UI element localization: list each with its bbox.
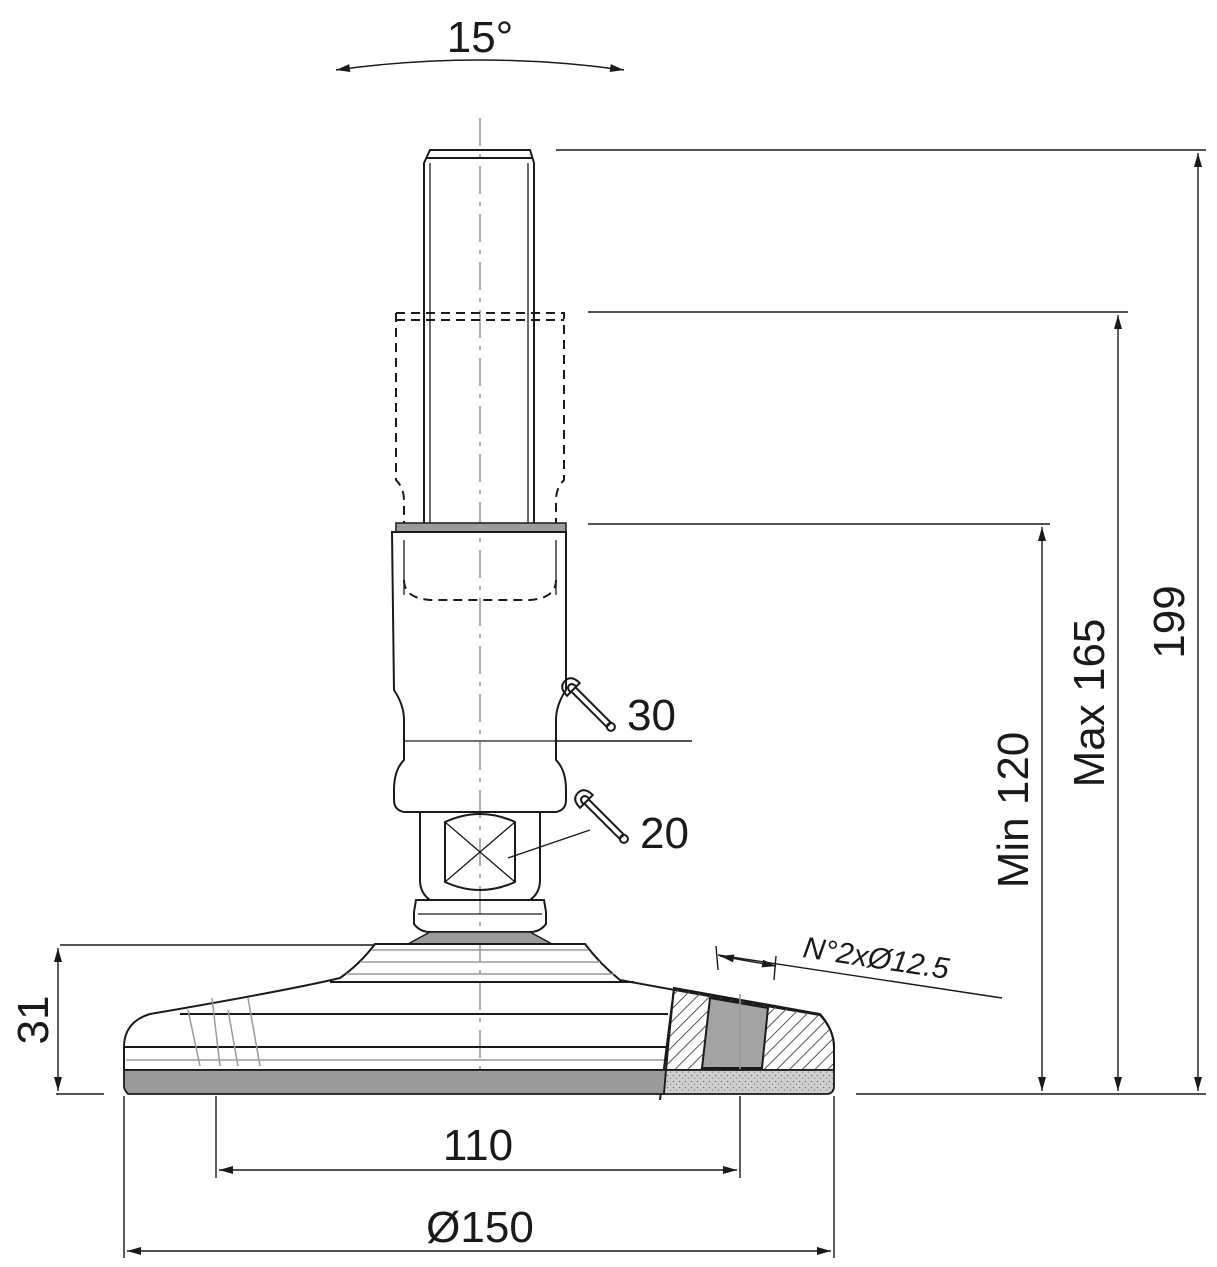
base-height-label: 31: [9, 996, 58, 1045]
max-position-ghost: [395, 312, 565, 601]
total-height-label: 199: [1145, 585, 1194, 658]
fixing-hole: [700, 996, 770, 1069]
min-height-label: Min 120: [989, 732, 1038, 889]
rubber-pad-section: [663, 1069, 835, 1095]
tilt-angle-dimension: 15°: [335, 13, 625, 73]
wrench-30-label: 30: [627, 691, 676, 740]
height-dimensions: Min 120 Max 165 199 31: [9, 149, 1206, 1095]
section-cut: [659, 986, 835, 1101]
wrench-30-callout: 30: [556, 677, 692, 742]
joint-cap: [407, 931, 553, 945]
base-diameter-label: Ø150: [426, 1203, 534, 1252]
adjusting-nut: [390, 531, 567, 813]
hole-spacing-label: 110: [443, 1121, 513, 1170]
holes-label: N°2xØ12.5: [801, 931, 952, 986]
threaded-stem: [423, 149, 535, 529]
wrench-20-label: 20: [640, 809, 689, 858]
holes-callout: N°2xØ12.5: [715, 931, 1003, 999]
wrench-20-callout: 20: [507, 789, 689, 859]
wrench-icon: [574, 789, 629, 844]
ball-joint: [413, 812, 547, 933]
collar-ring: [395, 522, 567, 533]
max-height-label: Max 165: [1065, 619, 1114, 788]
rubber-pad: [123, 1069, 667, 1095]
wrench-icon: [561, 677, 616, 732]
tilt-angle-label: 15°: [447, 13, 514, 62]
width-dimensions: 110 Ø150: [123, 1096, 835, 1258]
